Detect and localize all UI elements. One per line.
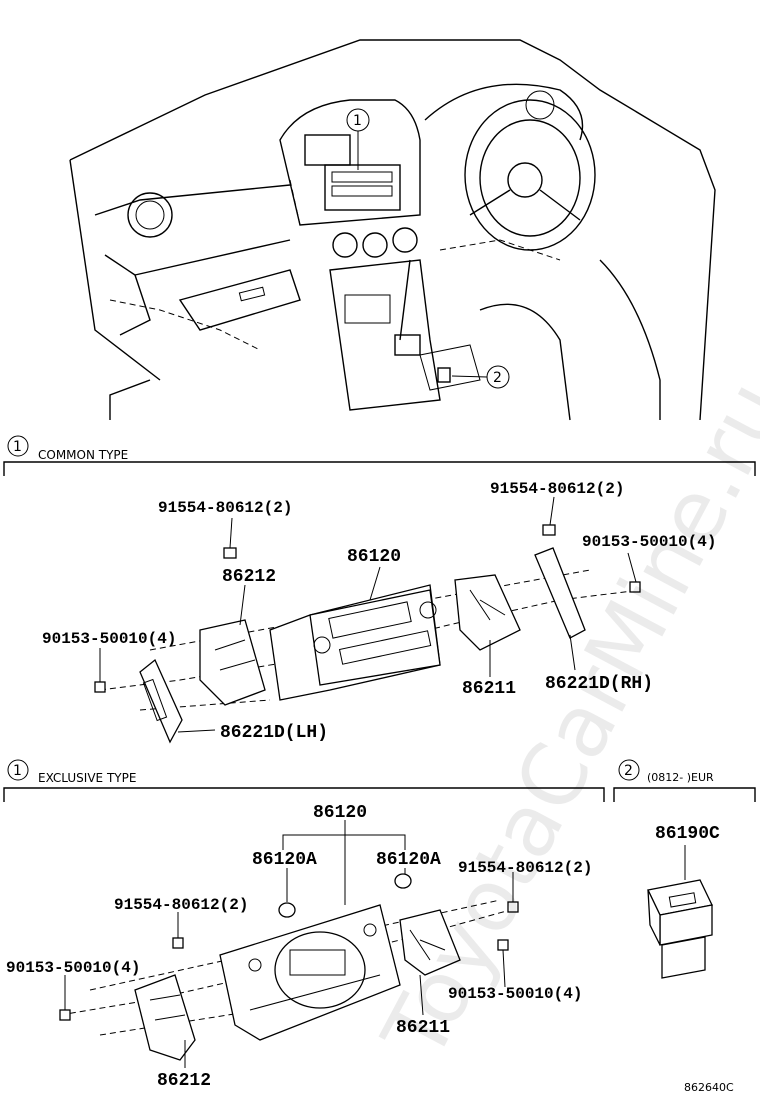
section-header-switch: 2 (0812- )EUR: [613, 759, 756, 802]
switch-part-label: 86190C: [655, 824, 720, 844]
common-panel-rh-label: 86221D(RH): [545, 674, 653, 694]
callout-2-label: 2: [493, 370, 502, 386]
exclusive-bracket-right-label: 86211: [396, 1018, 450, 1038]
section-header-exclusive: 1 EXCLUSIVE TYPE: [3, 759, 605, 802]
exclusive-radio-label: 86120: [313, 803, 367, 823]
common-screw-right-label: 90153-50010(4): [582, 533, 716, 551]
exclusive-bolt-right-label: 91554-80612(2): [458, 859, 592, 877]
common-type-assembly: 91554-80612(2) 91554-80612(2) 90153-5001…: [42, 480, 716, 744]
common-panel-lh-label: 86221D(LH): [220, 723, 328, 743]
exclusive-screw-left-label: 90153-50010(4): [6, 959, 140, 977]
exclusive-bolt-left-label: 91554-80612(2): [114, 896, 248, 914]
callout-1-label: 1: [353, 113, 362, 129]
section-switch-title: (0812- )EUR: [647, 771, 714, 784]
section-exclusive-title: EXCLUSIVE TYPE: [38, 771, 136, 785]
exclusive-type-assembly: 86120 86120A 86120A 91554-80612(2) 91554…: [6, 803, 592, 1091]
common-screw-left-label: 90153-50010(4): [42, 630, 176, 648]
section-switch-marker: 2: [624, 763, 633, 779]
exclusive-knob-right-label: 86120A: [376, 850, 441, 870]
common-bracket-left-label: 86212: [222, 567, 276, 587]
switch-assembly: 86190C: [647, 824, 720, 979]
common-radio-label: 86120: [347, 547, 401, 567]
exclusive-screw-right-label: 90153-50010(4): [448, 985, 582, 1003]
exclusive-bracket-left-label: 86212: [157, 1071, 211, 1091]
exclusive-knob-left-label: 86120A: [252, 850, 317, 870]
dashboard-illustration: 1 2: [69, 39, 716, 421]
section-exclusive-marker: 1: [13, 763, 22, 779]
common-bolt-left-label: 91554-80612(2): [158, 499, 292, 517]
section-common-title: COMMON TYPE: [38, 448, 128, 462]
section-header-common: 1 COMMON TYPE: [3, 435, 756, 476]
section-common-marker: 1: [13, 439, 22, 455]
common-bolt-right-label: 91554-80612(2): [490, 480, 624, 498]
common-bracket-right-label: 86211: [462, 679, 516, 699]
figure-code: 862640C: [684, 1081, 734, 1094]
